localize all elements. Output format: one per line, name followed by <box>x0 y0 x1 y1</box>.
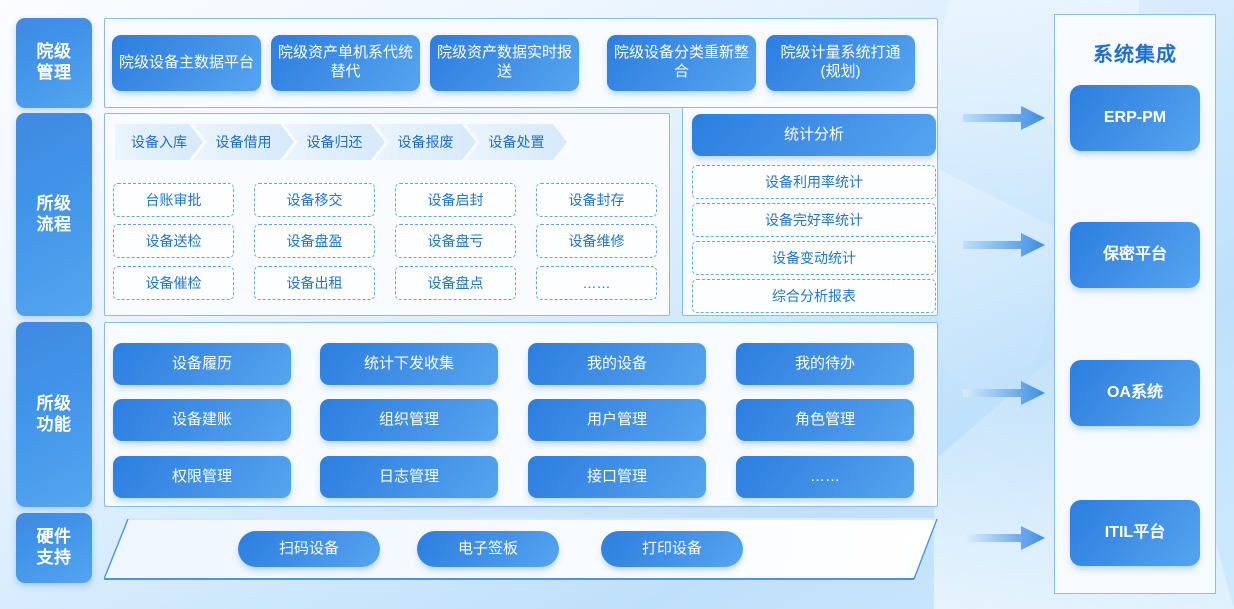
process-task-4[interactable]: 设备送检 <box>113 224 234 258</box>
category-tab-hardware-support[interactable]: 硬件 支持 <box>16 513 92 583</box>
function-item-6[interactable]: 用户管理 <box>528 399 706 441</box>
category-tab-hospital-management[interactable]: 院级 管理 <box>16 18 92 108</box>
process-task-1[interactable]: 设备移交 <box>254 183 375 217</box>
hospital-management-item-3[interactable]: 院级设备分类重新整合 <box>607 35 756 91</box>
category-tab-institute-process[interactable]: 所级 流程 <box>16 113 92 316</box>
flow-step-3[interactable]: 设备报废 <box>375 124 476 160</box>
process-task-11[interactable]: …… <box>536 266 657 300</box>
process-task-0[interactable]: 台账审批 <box>113 183 234 217</box>
hospital-management-item-0[interactable]: 院级设备主数据平台 <box>112 35 261 91</box>
category-tab-label: 硬件 支持 <box>36 527 72 567</box>
function-item-4[interactable]: 设备建账 <box>113 399 291 441</box>
process-task-7[interactable]: 设备维修 <box>536 224 657 258</box>
function-item-7[interactable]: 角色管理 <box>736 399 914 441</box>
function-item-1[interactable]: 统计下发收集 <box>320 343 498 385</box>
function-item-9[interactable]: 日志管理 <box>320 456 498 498</box>
function-item-10[interactable]: 接口管理 <box>528 456 706 498</box>
flow-step-1[interactable]: 设备借用 <box>193 124 294 160</box>
system-integration-item-2[interactable]: OA系统 <box>1070 360 1200 426</box>
statistics-item-0[interactable]: 设备利用率统计 <box>692 165 936 199</box>
statistics-item-2[interactable]: 设备变动统计 <box>692 241 936 275</box>
process-task-2[interactable]: 设备启封 <box>395 183 516 217</box>
hardware-item-2[interactable]: 打印设备 <box>601 531 743 567</box>
category-tab-label: 所级 流程 <box>36 193 72 234</box>
function-item-2[interactable]: 我的设备 <box>528 343 706 385</box>
statistics-header[interactable]: 统计分析 <box>692 114 936 156</box>
process-task-9[interactable]: 设备出租 <box>254 266 375 300</box>
function-item-5[interactable]: 组织管理 <box>320 399 498 441</box>
hardware-item-1[interactable]: 电子签板 <box>417 531 559 567</box>
category-tab-label: 所级 功能 <box>36 393 72 434</box>
function-item-3[interactable]: 我的待办 <box>736 343 914 385</box>
system-integration-title: 系统集成 <box>1093 44 1177 66</box>
process-task-3[interactable]: 设备封存 <box>536 183 657 217</box>
function-item-8[interactable]: 权限管理 <box>113 456 291 498</box>
statistics-item-1[interactable]: 设备完好率统计 <box>692 203 936 237</box>
system-integration-item-0[interactable]: ERP-PM <box>1070 85 1200 151</box>
arrow-right-icon <box>963 381 1045 405</box>
process-task-6[interactable]: 设备盘亏 <box>395 224 516 258</box>
function-item-11[interactable]: …… <box>736 456 914 498</box>
hardware-item-0[interactable]: 扫码设备 <box>238 531 380 567</box>
process-task-8[interactable]: 设备催检 <box>113 266 234 300</box>
process-task-5[interactable]: 设备盘盈 <box>254 224 375 258</box>
arrow-right-icon <box>963 526 1045 550</box>
hospital-management-item-2[interactable]: 院级资产数据实时报送 <box>430 35 579 91</box>
hospital-management-item-1[interactable]: 院级资产单机系代统替代 <box>271 35 420 91</box>
category-tab-institute-function[interactable]: 所级 功能 <box>16 322 92 507</box>
process-flow: 设备入库 设备借用 设备归还 设备报废 设备处置 <box>115 124 557 160</box>
statistics-item-3[interactable]: 综合分析报表 <box>692 279 936 313</box>
flow-step-0[interactable]: 设备入库 <box>115 124 203 160</box>
system-integration-item-3[interactable]: ITIL平台 <box>1070 500 1200 566</box>
flow-step-2[interactable]: 设备归还 <box>284 124 385 160</box>
category-tab-label: 院级 管理 <box>36 42 72 82</box>
system-integration-item-1[interactable]: 保密平台 <box>1070 222 1200 288</box>
function-item-0[interactable]: 设备履历 <box>113 343 291 385</box>
hospital-management-item-4[interactable]: 院级计量系统打通(规划) <box>766 35 915 91</box>
arrow-right-icon <box>963 106 1045 130</box>
flow-step-4[interactable]: 设备处置 <box>466 124 567 160</box>
arrow-right-icon <box>963 233 1045 257</box>
process-task-10[interactable]: 设备盘点 <box>395 266 516 300</box>
